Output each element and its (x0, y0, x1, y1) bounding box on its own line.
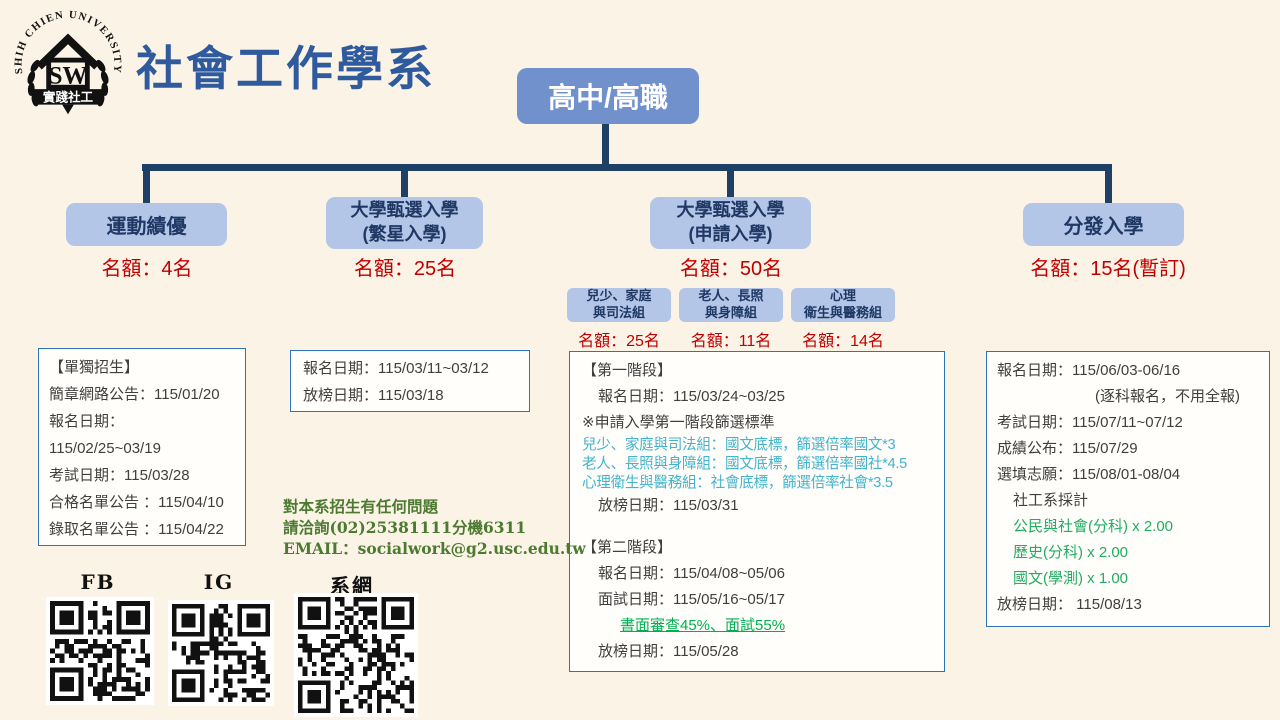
text-line: 歷史(分科) x 2.00 (1013, 544, 1129, 561)
text-line: 報名日期： (49, 413, 125, 430)
text-line: 考試日期：115/07/11~07/12 (997, 414, 1183, 431)
logo-banner: 實踐社工 (33, 89, 103, 115)
text-line: 報名日期：115/04/08~05/06 (598, 565, 785, 582)
root-node-highschool: 高中/高職 (517, 68, 699, 124)
text-line: 【第一階段】 (582, 362, 673, 379)
text-line: 對本系招生有任何問題 (283, 497, 439, 516)
logo-house-icon: SW (36, 33, 100, 90)
branch-box-application-admission: 大學甄選入學 (申請入學) (650, 197, 811, 249)
connector-stem (602, 124, 609, 165)
text-line: 考試日期：115/03/28 (49, 467, 190, 484)
connector-drop-apply (727, 171, 734, 197)
group-box-elder-longcare: 老人、長照 與身障組 (679, 288, 783, 322)
quota-distribution: 名額：15名(暫訂) (1030, 258, 1186, 280)
text-line: 合格名單公告 ：115/04/10 (49, 494, 224, 511)
university-logo-icon: SHIH CHIEN UNIVERSITY SW 實踐社工 (13, 10, 121, 115)
text-line: 錄取名單公告 ：115/04/22 (49, 521, 224, 538)
text-line: 報名日期：115/03/11~03/12 (303, 360, 489, 377)
branch-box-distribution-admission: 分發入學 (1023, 203, 1184, 246)
branch-box-sports-excellence: 運動績優 (66, 203, 227, 246)
text-line: 書面審查45%、面試55% (620, 617, 786, 634)
qr-code-fb (46, 597, 154, 705)
text-line: 報名日期：115/03/24~03/25 (598, 388, 785, 405)
text-line: 面試日期：115/05/16~05/17 (598, 591, 785, 608)
text-line: 【第二階段】 (582, 539, 673, 556)
text-line: (逐科報名，不用全報) (1095, 388, 1240, 405)
text-line: 放榜日期： 115/08/13 (997, 596, 1142, 613)
text-line: 115/02/25~03/19 (49, 440, 161, 457)
text-line: 簡章網路公告：115/01/20 (49, 386, 220, 403)
group-box-child-family-justice: 兒少、家庭 與司法組 (567, 288, 671, 322)
qr-label-ig: IG (203, 570, 235, 594)
qr-code-website (294, 593, 418, 717)
text-line: 放榜日期：115/03/31 (598, 497, 739, 514)
detail-box-apply: 【第一階段】報名日期：115/03/24~03/25 ※申請入學第一階段篩選標準兒… (569, 351, 945, 672)
group-quota-mental-health: 名額：14名 (802, 333, 884, 350)
group-quota-child-family: 名額：25名 (578, 333, 660, 350)
text-line: 【單獨招生】 (49, 359, 140, 376)
text-line: 成績公布：115/07/29 (997, 440, 1138, 457)
text-line: 社工系採計 (1013, 492, 1089, 509)
text-line (582, 519, 936, 535)
qr-label-fb: FB (80, 570, 116, 594)
quota-sports: 名額：4名 (101, 258, 193, 280)
connector-drop-sports (143, 171, 150, 203)
logo-monogram: SW (48, 62, 87, 89)
connector-horizontal-bar (142, 164, 1112, 171)
text-line: 選填志願：115/08/01-08/04 (997, 466, 1181, 483)
text-line: 報名日期：115/06/03-06/16 (997, 362, 1181, 379)
text-line: 兒少、家庭與司法組：國文底標，篩選倍率國文*3 (582, 437, 896, 453)
connector-drop-distribution (1105, 171, 1112, 203)
text-line: 心理衛生與醫務組：社會底標，篩選倍率社會*3.5 (582, 475, 893, 491)
text-line: 放榜日期：115/03/18 (303, 387, 444, 404)
qr-code-ig (168, 600, 274, 706)
text-line: 請洽詢(02)25381111分機6311 (283, 518, 527, 537)
group-quota-elder: 名額：11名 (690, 333, 772, 350)
text-line: 國文(學測) x 1.00 (1013, 570, 1129, 587)
quota-star: 名額：25名 (353, 258, 457, 280)
group-box-mental-health: 心理 衛生與醫務組 (791, 288, 895, 322)
detail-box-sports: 【單獨招生】簡章網路公告：115/01/20 報名日期： 115/02/25~03/… (38, 348, 246, 546)
text-line: 老人、長照與身障組：國文底標，篩選倍率國社*4.5 (582, 456, 907, 472)
logo-banner-text: 實踐社工 (43, 90, 94, 105)
text-line: 公民與社會(分科) x 2.00 (1013, 518, 1174, 535)
connector-drop-star (401, 171, 408, 197)
detail-box-distribution: 報名日期：115/06/03-06/16 (逐科報名，不用全報) 考試日期：115/… (986, 351, 1270, 627)
page-title: 社會工作學系 (136, 42, 436, 95)
text-line: 放榜日期：115/05/28 (598, 643, 739, 660)
detail-box-star: 報名日期：115/03/11~03/12 放榜日期：115/03/18 (290, 350, 530, 412)
text-line: ※申請入學第一階段篩選標準 (582, 414, 775, 431)
text-line: EMAIL：socialwork@g2.usc.edu.tw (283, 539, 586, 558)
branch-box-star-admission: 大學甄選入學 (繁星入學) (326, 197, 483, 249)
quota-apply: 名額：50名 (679, 258, 783, 280)
